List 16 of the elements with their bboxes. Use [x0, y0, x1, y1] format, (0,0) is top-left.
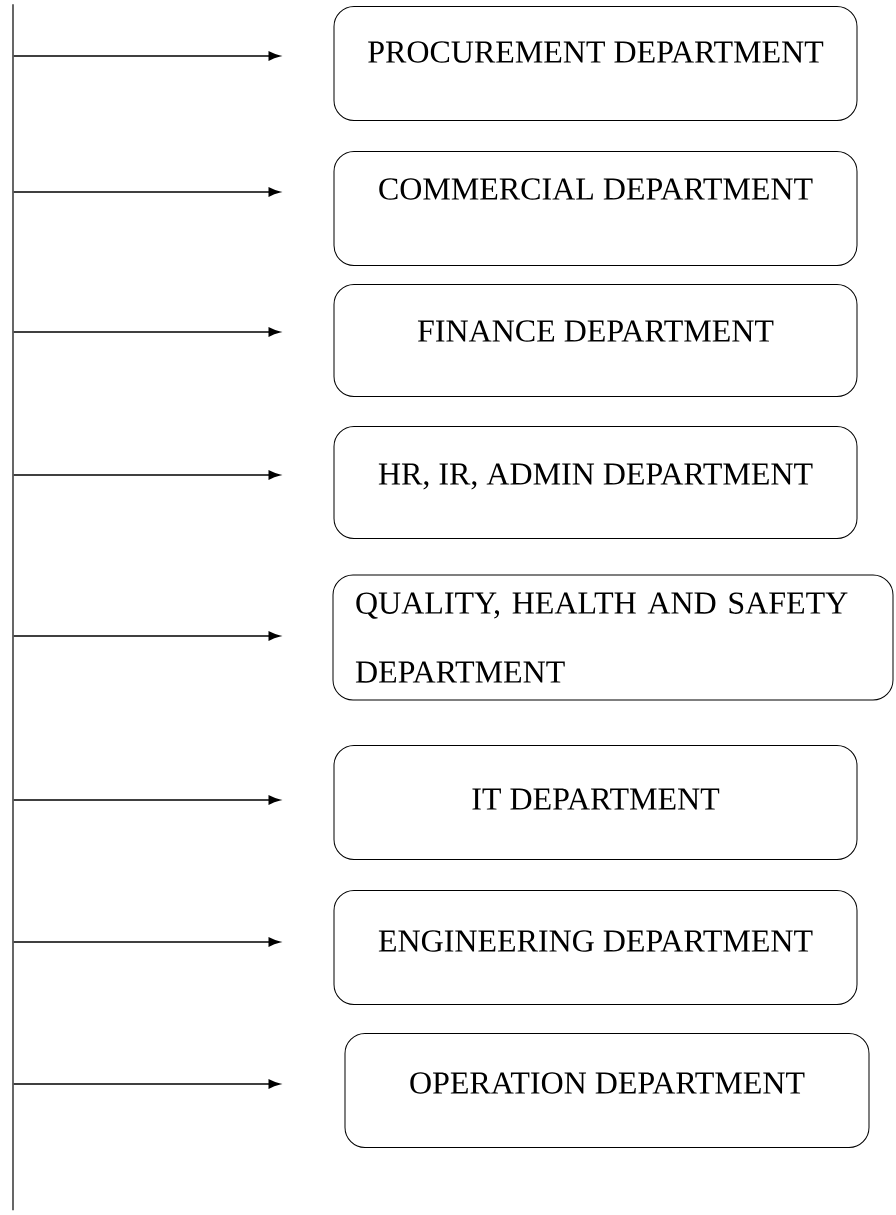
arrow	[13, 1079, 280, 1089]
department-box: FINANCE DEPARTMENT	[333, 284, 858, 397]
arrow	[13, 187, 280, 197]
department-box: COMMERCIAL DEPARTMENT	[333, 151, 858, 266]
department-box: OPERATION DEPARTMENT	[344, 1033, 870, 1148]
department-box: HR, IR, ADMIN DEPARTMENT	[333, 426, 858, 539]
department-box: PROCUREMENT DEPARTMENT	[333, 6, 858, 121]
department-box: ENGINEERING DEPARTMENT	[333, 890, 858, 1005]
arrow	[13, 51, 280, 61]
arrow	[13, 631, 280, 641]
arrow	[13, 470, 280, 480]
department-box: IT DEPARTMENT	[333, 745, 858, 860]
department-box: QUALITY, HEALTH AND SAFETY DEPARTMENT	[332, 574, 894, 701]
arrow	[13, 795, 280, 805]
arrow	[13, 937, 280, 947]
arrow	[13, 327, 280, 337]
